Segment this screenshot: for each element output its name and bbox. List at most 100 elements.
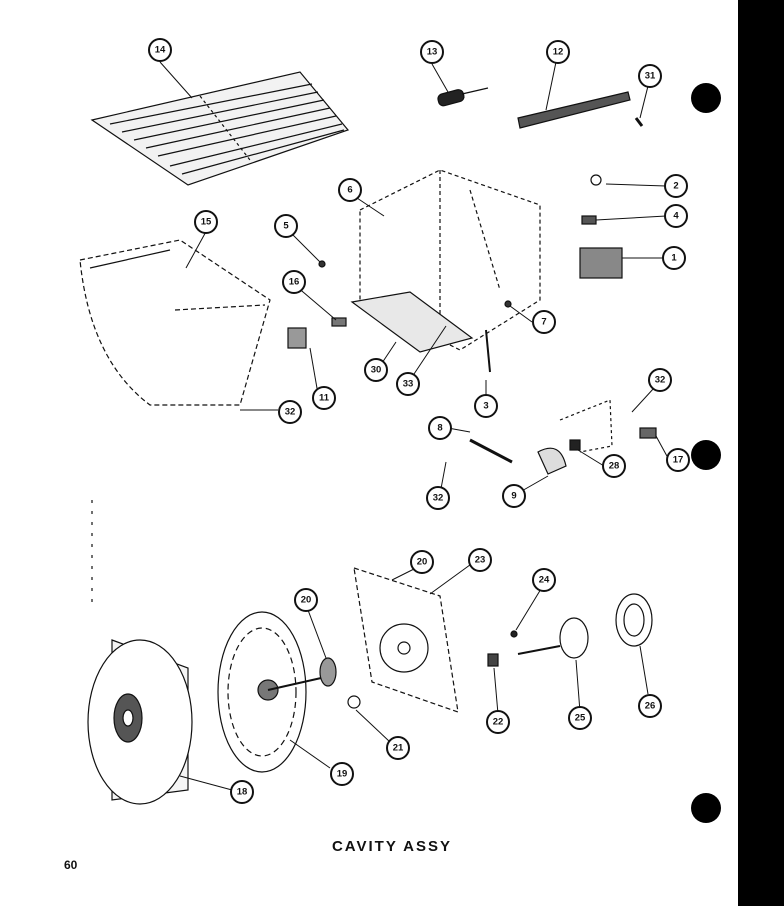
part-26-disc xyxy=(615,593,653,647)
svg-text:23: 23 xyxy=(475,555,486,566)
part-16-clip xyxy=(331,317,347,327)
svg-text:2: 2 xyxy=(673,181,678,192)
binder-hole-middle xyxy=(691,440,721,470)
callout-24: 24 xyxy=(532,568,556,592)
part-25-shaft xyxy=(517,645,561,655)
svg-text:32: 32 xyxy=(433,493,444,504)
svg-text:25: 25 xyxy=(575,713,586,724)
callout-16: 16 xyxy=(282,270,306,294)
svg-text:26: 26 xyxy=(645,701,656,712)
part-8-linkage xyxy=(469,438,513,464)
callout-9: 9 xyxy=(502,484,526,508)
svg-text:8: 8 xyxy=(437,423,442,434)
callout-1: 1 xyxy=(662,246,686,270)
svg-text:28: 28 xyxy=(609,461,620,472)
svg-text:19: 19 xyxy=(337,769,348,780)
part-15-housing xyxy=(79,239,271,406)
svg-text:12: 12 xyxy=(553,47,564,58)
svg-text:33: 33 xyxy=(403,379,414,390)
callout-4: 4 xyxy=(664,204,688,228)
svg-text:18: 18 xyxy=(237,787,248,798)
svg-text:20: 20 xyxy=(417,557,428,568)
callout-13: 13 xyxy=(420,40,444,64)
callout-20: 20 xyxy=(294,588,318,612)
part-3-rod xyxy=(485,329,491,373)
svg-text:3: 3 xyxy=(483,401,488,412)
svg-text:4: 4 xyxy=(673,211,679,222)
svg-text:16: 16 xyxy=(289,277,300,288)
svg-text:9: 9 xyxy=(511,491,516,502)
svg-text:7: 7 xyxy=(541,317,546,328)
callout-3: 3 xyxy=(474,394,498,418)
part-11-bracket xyxy=(287,327,307,349)
callout-15: 15 xyxy=(194,210,218,234)
callout-12: 12 xyxy=(546,40,570,64)
part-22-screw xyxy=(487,653,499,667)
svg-text:1: 1 xyxy=(671,253,677,264)
part-1-switch xyxy=(579,247,623,279)
page-edge-bar xyxy=(738,0,784,906)
callout-2: 2 xyxy=(664,174,688,198)
svg-text:24: 24 xyxy=(539,575,550,586)
callout-17: 17 xyxy=(666,448,690,472)
part-28-block xyxy=(569,439,581,451)
callout-14: 14 xyxy=(148,38,172,62)
svg-text:22: 22 xyxy=(493,717,504,728)
svg-text:14: 14 xyxy=(155,45,166,56)
diagram-caption: CAVITY ASSY xyxy=(331,838,453,855)
callout-18: 18 xyxy=(230,780,254,804)
part-7-nut xyxy=(504,300,512,308)
callout-6: 6 xyxy=(338,178,362,202)
part-20-hub xyxy=(319,657,337,687)
part-17-clip xyxy=(639,427,657,439)
part-18-blower-housing xyxy=(87,639,193,805)
callout-8: 8 xyxy=(428,416,452,440)
callout-25: 25 xyxy=(568,706,592,730)
callout-26: 26 xyxy=(638,694,662,718)
part-13-plug xyxy=(437,87,489,107)
callout-7: 7 xyxy=(532,310,556,334)
binder-hole-top xyxy=(691,83,721,113)
part-14-top-rack xyxy=(90,71,350,186)
part-6-frame xyxy=(359,169,541,351)
part-24-nut xyxy=(510,630,518,638)
part-23-panel xyxy=(353,567,459,713)
callout-23: 23 xyxy=(468,548,492,572)
binder-hole-bottom xyxy=(691,793,721,823)
svg-text:20: 20 xyxy=(301,595,312,606)
page-number: 60 xyxy=(64,858,78,872)
callout-5: 5 xyxy=(274,214,298,238)
part-32-bracket-right xyxy=(559,399,613,453)
leader-lines xyxy=(159,61,669,791)
callout-20-top: 20 xyxy=(410,550,434,574)
callout-21: 21 xyxy=(386,736,410,760)
svg-text:21: 21 xyxy=(393,743,404,754)
callout-32-right: 32 xyxy=(648,368,672,392)
svg-text:32: 32 xyxy=(285,407,296,418)
callouts: 14 13 12 31 6 2 4 1 15 5 16 7 11 30 33 3… xyxy=(148,38,690,804)
part-21-washer xyxy=(347,695,361,709)
svg-text:15: 15 xyxy=(201,217,212,228)
callout-19: 19 xyxy=(330,762,354,786)
svg-text:5: 5 xyxy=(283,221,289,232)
part-19-fan-wheel xyxy=(217,611,331,773)
svg-text:30: 30 xyxy=(371,365,382,376)
svg-text:17: 17 xyxy=(673,455,684,466)
callout-30: 30 xyxy=(364,358,388,382)
part-12-bar xyxy=(517,91,631,129)
callout-32-mid: 32 xyxy=(426,486,450,510)
part-30-plate xyxy=(350,291,474,353)
svg-text:13: 13 xyxy=(427,47,438,58)
part-25-disc xyxy=(559,617,589,659)
part-31-screw xyxy=(634,117,644,127)
part-5-nut xyxy=(318,260,326,268)
part-9-cam xyxy=(537,447,567,475)
part-4-clip xyxy=(581,215,597,225)
part-26-disc-inner xyxy=(623,603,645,637)
callout-22: 22 xyxy=(486,710,510,734)
svg-text:31: 31 xyxy=(645,71,656,82)
callout-28: 28 xyxy=(602,454,626,478)
callout-33: 33 xyxy=(396,372,420,396)
part-2-ring xyxy=(590,174,602,186)
